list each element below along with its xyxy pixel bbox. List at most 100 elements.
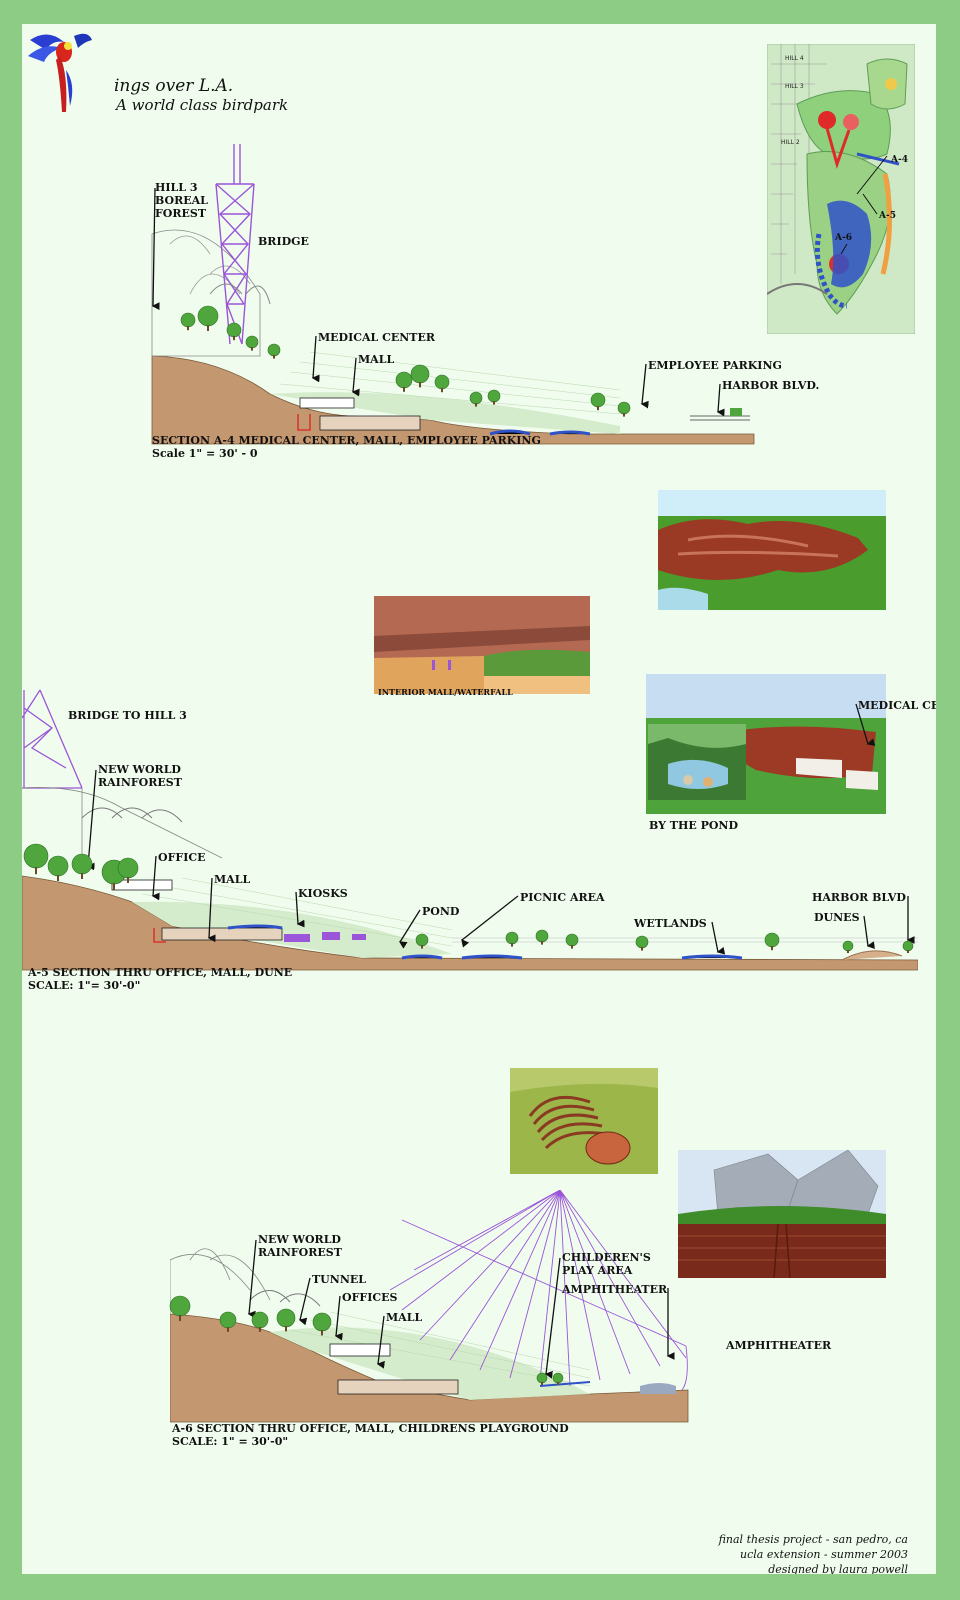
map-label-hill3: HILL 3	[785, 83, 804, 90]
tree-trunk	[641, 947, 643, 951]
tree-trunk	[557, 1382, 559, 1385]
tree-icon	[219, 1311, 237, 1329]
tree-trunk	[541, 1382, 543, 1385]
tree-trunk	[273, 355, 275, 359]
tree-icon	[226, 322, 242, 338]
map-label-a4: A-4	[890, 155, 908, 165]
tree-trunk	[771, 946, 773, 951]
a5-label-wetlands: WETLANDS	[634, 917, 707, 930]
a4-caption: SECTION A-4 MEDICAL CENTER, MALL, EMPLOY…	[152, 434, 541, 447]
a5-label-bridge-to-hill3: BRIDGE TO HILL 3	[68, 709, 187, 722]
a4-label-mall: MALL	[358, 353, 395, 366]
tree-icon	[312, 1312, 332, 1332]
tree-icon	[902, 940, 914, 952]
a6-caption: A-6 SECTION THRU OFFICE, MALL, CHILDRENS…	[172, 1422, 569, 1435]
page-title: ings over L.A.	[114, 76, 234, 96]
page-subtitle: A world class birdpark	[116, 96, 289, 114]
tree-trunk	[847, 950, 849, 953]
tree-trunk	[511, 943, 513, 947]
tree-icon	[536, 1372, 548, 1384]
tree-trunk	[623, 413, 625, 417]
map-label-a5: A-5	[878, 211, 896, 221]
map-label-hill4: HILL 4	[785, 55, 804, 62]
a5-label-harbor-blvd: HARBOR BLVD	[812, 891, 906, 904]
tree-trunk	[285, 1326, 287, 1332]
tree-icon	[23, 843, 49, 869]
tree-icon	[469, 391, 483, 405]
amphitheater-rendering-label: AMPHITHEATER	[726, 1339, 832, 1352]
a4-label-bridge: BRIDGE	[258, 235, 309, 248]
tree-trunk	[207, 325, 209, 331]
a5-label-pond: POND	[422, 905, 460, 918]
tree-trunk	[57, 875, 59, 881]
tree-trunk	[907, 950, 909, 953]
tree-icon	[245, 335, 259, 349]
a6-label-tunnel: TUNNEL	[312, 1273, 367, 1286]
a6-label-offices: OFFICES	[342, 1291, 398, 1304]
credits-block: final thesis project - san pedro, ca ucl…	[608, 1532, 908, 1574]
a4-scale: Scale 1" = 30' - 0	[152, 447, 258, 460]
a4-label-hill3-line3: FOREST	[155, 207, 207, 220]
tree-icon	[434, 374, 450, 390]
poster-sheet: ings over L.A. A world class birdpark HI…	[22, 24, 936, 1574]
tree-icon	[552, 1372, 564, 1384]
tree-trunk	[227, 1327, 229, 1332]
tree-trunk	[571, 945, 573, 949]
tree-trunk	[35, 867, 37, 875]
tree-icon	[395, 371, 413, 389]
tree-icon	[590, 392, 606, 408]
interior-mall-rendering	[374, 596, 590, 694]
a4-label-employee-parking: EMPLOYEE PARKING	[648, 359, 782, 372]
section-a4-drawing	[151, 144, 755, 445]
tree-trunk	[421, 945, 423, 949]
tree-trunk	[541, 941, 543, 945]
a5-label-office: OFFICE	[158, 851, 206, 864]
tree-icon	[505, 931, 519, 945]
a5-label-mall: MALL	[214, 873, 251, 886]
tree-icon	[197, 305, 219, 327]
credit-line-3: designed by laura powell	[768, 1563, 908, 1574]
tree-trunk	[321, 1330, 323, 1336]
by-the-pond-photo	[648, 724, 746, 800]
a4-label-medical-center: MEDICAL CENTER	[318, 331, 436, 344]
tree-icon	[180, 312, 196, 328]
tree-icon	[71, 853, 93, 875]
a4-label-hill3-line1: HILL 3	[155, 181, 198, 194]
trees-layer	[23, 305, 914, 1385]
a5-label-kiosks: KIOSKS	[298, 887, 348, 900]
a5-label-picnic-area: PICNIC AREA	[520, 891, 605, 904]
tree-trunk	[251, 347, 253, 351]
tree-trunk	[475, 403, 477, 407]
a6-label-rainforest-line1: NEW WORLD	[258, 1233, 341, 1246]
tree-icon	[47, 855, 69, 877]
a6-label-amphitheater: AMPHITHEATER	[562, 1283, 668, 1296]
parrot-logo-icon	[28, 33, 92, 112]
map-label-hill2: HILL 2	[781, 139, 800, 146]
tree-icon	[565, 933, 579, 947]
tree-trunk	[127, 877, 129, 883]
tree-trunk	[233, 336, 235, 341]
tree-trunk	[419, 382, 421, 388]
tree-trunk	[259, 1327, 261, 1332]
tree-icon	[251, 1311, 269, 1329]
a5-label-rainforest-line1: NEW WORLD	[98, 763, 181, 776]
tree-trunk	[403, 387, 405, 392]
tree-icon	[635, 935, 649, 949]
tree-trunk	[187, 326, 189, 331]
a6-scale: SCALE: 1" = 30'-0"	[172, 1435, 289, 1448]
tree-trunk	[81, 873, 83, 879]
tree-icon	[276, 1308, 296, 1328]
a5-label-dunes: DUNES	[814, 911, 860, 924]
a5-label-rainforest-line2: RAINFOREST	[98, 776, 182, 789]
tree-icon	[117, 857, 139, 879]
a4-label-hill3-line2: BOREAL	[155, 194, 208, 207]
section-a5-drawing	[22, 689, 918, 971]
credit-line-2: ucla extension - summer 2003	[740, 1548, 908, 1561]
credit-line-1: final thesis project - san pedro, ca	[718, 1533, 908, 1546]
tree-icon	[169, 1295, 191, 1317]
tree-trunk	[113, 883, 115, 891]
site-plan-map: HILL 4 HILL 3 HILL 2 A-4 A-5 A-6	[767, 44, 915, 334]
tree-trunk	[179, 1315, 181, 1321]
tree-icon	[267, 343, 281, 357]
amphitheater-model-rendering	[510, 1068, 658, 1174]
